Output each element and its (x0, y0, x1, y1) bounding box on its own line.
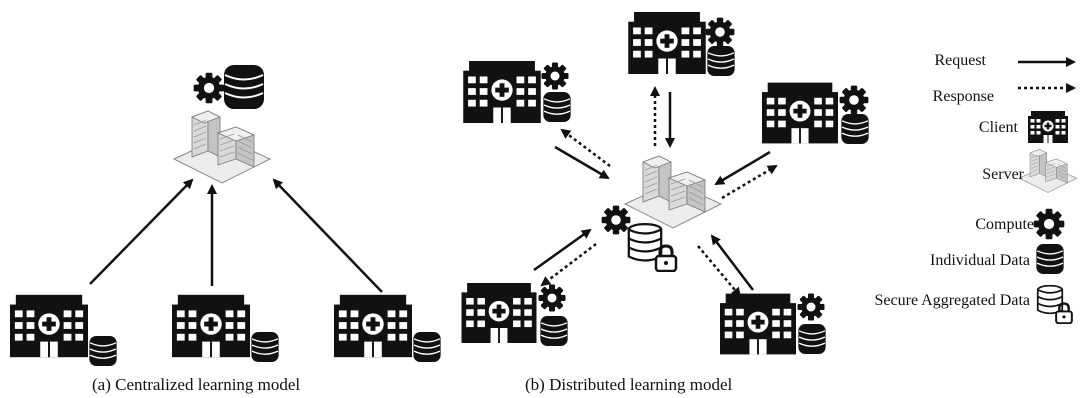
client-hospital-icon (334, 294, 412, 358)
response-arrow (697, 245, 742, 298)
client-hospital-icon (762, 82, 838, 144)
individual-data-icon (706, 46, 736, 76)
aggregation-server-icon (624, 155, 722, 229)
central-compute-icon (193, 72, 225, 104)
client-hospital-icon (628, 12, 706, 74)
client-hospital-icon (720, 293, 796, 355)
lock-icon (654, 244, 678, 272)
request-arrow (714, 150, 771, 186)
distributed-model (461, 12, 870, 355)
central-data-icon (224, 63, 264, 111)
legend (1018, 57, 1078, 324)
legend-client-icon (1028, 111, 1068, 143)
legend-secure-data-label: Secure Aggregated Data (874, 292, 1030, 309)
compute-icon (705, 17, 735, 47)
individual-data-icon (412, 332, 442, 362)
compute-icon (541, 62, 569, 90)
individual-data-icon (250, 332, 280, 362)
legend-response-label: Response (932, 88, 994, 105)
individual-data-icon (88, 336, 118, 366)
legend-individual-data-label: Individual Data (930, 252, 1030, 269)
secure-aggregated-data-icon (627, 222, 663, 262)
response-arrow (721, 164, 778, 200)
central-server-icon (173, 110, 271, 184)
request-arrow (89, 178, 194, 285)
individual-data-icon (797, 324, 827, 354)
client-hospital-icon (172, 294, 250, 358)
legend-lock-icon (1054, 302, 1074, 324)
client-hospital-icon (463, 61, 541, 123)
request-arrow (533, 228, 592, 272)
response-arrow (560, 128, 611, 167)
legend-request-label: Request (934, 52, 986, 69)
client-hospital-icon (10, 294, 88, 358)
legend-compute-label: Compute (975, 216, 1034, 233)
caption-centralized: (a) Centralized learning model (92, 375, 301, 394)
legend-server-label: Server (982, 166, 1024, 183)
centralized-model (10, 63, 442, 366)
compute-icon (538, 284, 566, 312)
legend-server-icon (1018, 149, 1078, 193)
request-arrow (272, 178, 383, 293)
compute-icon (797, 293, 825, 321)
request-arrow (710, 234, 754, 291)
legend-compute-icon (1033, 208, 1065, 240)
client-hospital-icon (461, 283, 537, 343)
response-arrow (540, 243, 597, 287)
caption-distributed: (b) Distributed learning model (525, 375, 733, 394)
compute-icon (839, 85, 869, 115)
individual-data-icon (840, 114, 870, 144)
individual-data-icon (542, 92, 572, 122)
legend-client-label: Client (978, 119, 1018, 136)
individual-data-icon (539, 316, 569, 346)
server-compute-icon (601, 205, 631, 235)
legend-individual-data-icon (1035, 244, 1065, 274)
request-arrow (554, 145, 610, 180)
